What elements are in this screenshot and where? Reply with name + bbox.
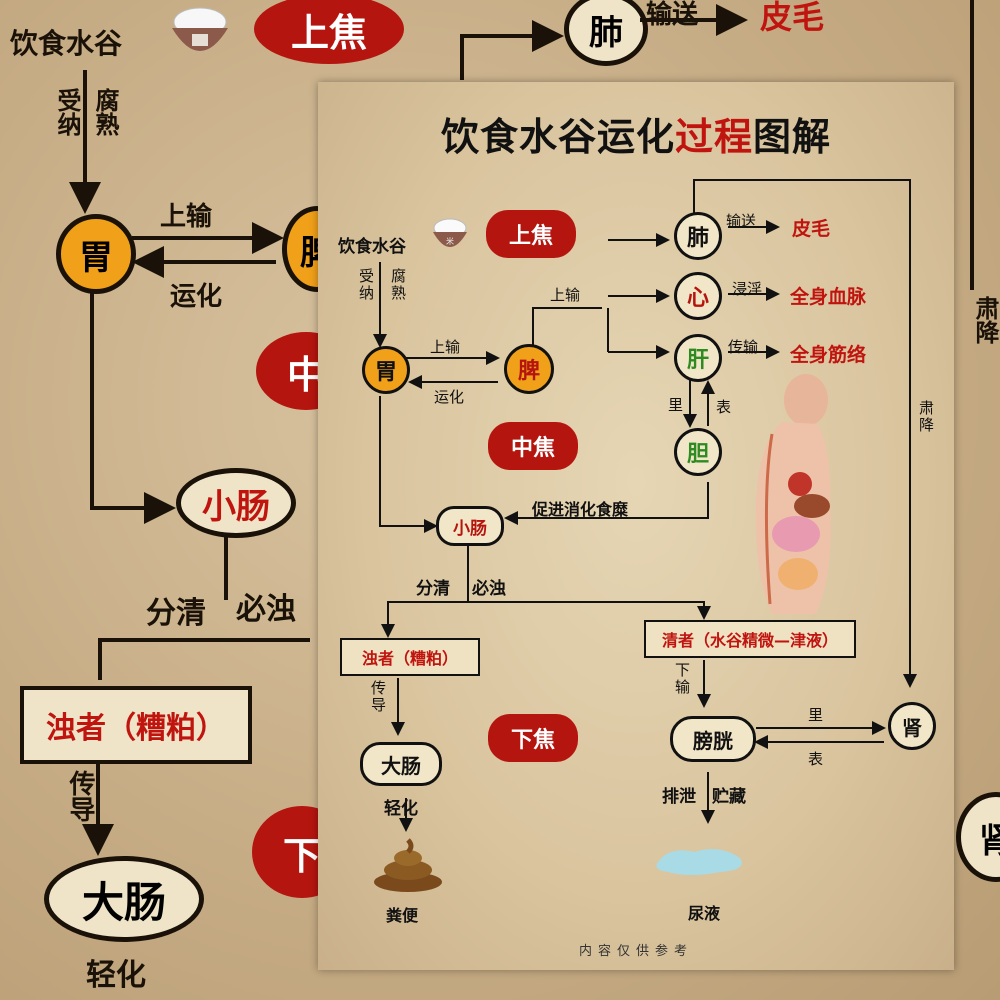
- bg-intake-1: 受纳: [53, 88, 81, 136]
- bg-turbid-box: 浊者（糟粕）: [20, 686, 252, 764]
- bowl-text: 米: [446, 236, 454, 246]
- lung-node: 肺: [674, 212, 722, 260]
- bladder-node: 膀胱: [670, 716, 756, 762]
- up-transport-label: 上输: [430, 338, 461, 356]
- small-intestine-node: 小肠: [436, 506, 504, 546]
- store-label: 贮藏: [712, 787, 746, 807]
- rice-bowl-icon: 米: [430, 216, 470, 254]
- title-part-3: 图解: [753, 115, 832, 159]
- feces-icon: [368, 834, 448, 894]
- deliver-label: 输送: [726, 212, 757, 230]
- gallbladder-node: 胆: [674, 428, 722, 476]
- must-turbid-label: 必浊: [472, 579, 506, 599]
- kidney-node: 肾: [888, 702, 936, 750]
- lower-zone-badge: 下焦: [488, 714, 578, 762]
- bg-separate-label: 分清: [146, 596, 206, 631]
- bg-skin-label: 皮毛: [760, 0, 825, 36]
- title-part-2: 过程: [674, 115, 753, 159]
- bg-transmit-label: 传导: [65, 770, 95, 822]
- food-label: 饮食水谷: [338, 237, 406, 257]
- bg-kidney-node: 肾: [956, 792, 1000, 882]
- excrete-label: 排泄: [662, 787, 696, 807]
- urine-label: 尿液: [688, 904, 721, 923]
- stomach-node: 胃: [362, 346, 410, 394]
- up-transport2-label: 上输: [550, 286, 581, 304]
- li-label: 里: [668, 396, 684, 414]
- transform-label: 运化: [434, 388, 465, 406]
- biao2-label: 表: [808, 750, 824, 768]
- disclaimer-footer: 内容仅供参考: [578, 944, 693, 959]
- spleen-node: 脾: [504, 344, 554, 394]
- skin-hair-target: 皮毛: [792, 218, 831, 240]
- poster-arrows: [373, 179, 917, 832]
- intake-label-left: 受纳: [357, 268, 375, 302]
- bg-deliver-label: 输送: [646, 0, 699, 30]
- bg-rice-bowl-icon: [168, 4, 232, 62]
- bg-food-label: 饮食水谷: [10, 27, 123, 60]
- light-transform-label: 轻化: [384, 799, 418, 819]
- descend-label: 肃降: [917, 400, 935, 434]
- turbid-box: 浊者（糟粕）: [340, 638, 480, 676]
- large-intestine-node: 大肠: [360, 742, 442, 786]
- vessels-target: 全身血脉: [790, 286, 867, 308]
- bg-upper-zone: 上焦: [254, 0, 404, 64]
- bg-lung-node: 肺: [564, 0, 648, 66]
- biao-label: 表: [716, 398, 732, 416]
- down-transport-label: 下输: [673, 662, 691, 696]
- infuse-label: 浸淫: [732, 280, 763, 298]
- middle-zone-badge: 中焦: [488, 422, 578, 470]
- poster: 饮食水谷运化过程图解: [318, 82, 954, 970]
- bg-transform-label: 运化: [170, 282, 223, 312]
- separate-label: 分清: [416, 579, 450, 599]
- transmit-label: 传导: [369, 680, 387, 714]
- bg-light-label: 轻化: [86, 958, 146, 993]
- bg-large-intestine-node: 大肠: [44, 856, 204, 942]
- heart-node: 心: [674, 272, 722, 320]
- bg-small-intestine-node: 小肠: [176, 468, 296, 538]
- human-anatomy-figure: [742, 374, 852, 624]
- convey-label: 传输: [728, 338, 759, 356]
- urine-icon: [650, 840, 750, 880]
- intake-label-right: 腐熟: [389, 268, 407, 302]
- liver-node: 肝: [674, 334, 722, 382]
- bg-turbid-label: 必浊: [236, 592, 296, 627]
- poster-title: 饮食水谷运化过程图解: [318, 106, 954, 161]
- clear-box: 清者（水谷精微—津液）: [644, 620, 856, 658]
- bg-up-transport-label: 上输: [160, 202, 213, 232]
- sinews-target: 全身筋络: [790, 344, 867, 366]
- upper-zone-badge: 上焦: [486, 210, 576, 258]
- feces-label: 粪便: [386, 906, 419, 925]
- bg-intake-2: 腐熟: [91, 88, 119, 136]
- bg-descend-label: 肃降: [971, 296, 999, 344]
- li2-label: 里: [808, 706, 824, 724]
- digest-label: 促进消化食糜: [532, 500, 629, 519]
- title-part-1: 饮食水谷运化: [440, 115, 675, 159]
